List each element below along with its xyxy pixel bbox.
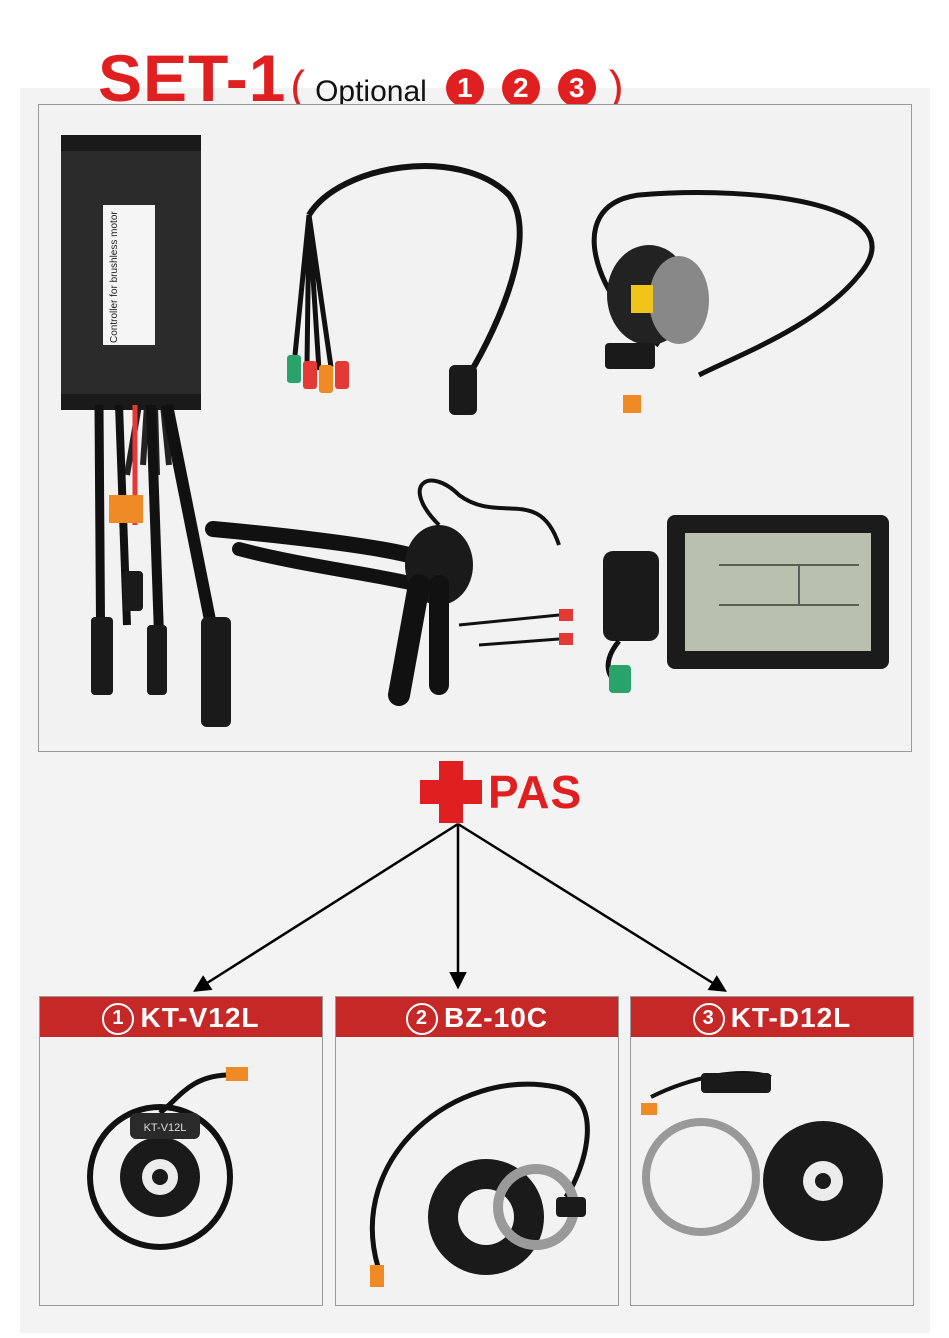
option-number-badge: 3 [557,69,596,107]
product-illustration: Controller for brushless motor [61,135,889,727]
controller-label: Controller for brushless motor [109,211,120,343]
option-number-badge: 1 [445,69,484,107]
paren-open: ( [290,62,306,111]
set-title: SET-1 [98,41,287,115]
pas-label: PAS [488,766,583,818]
bz-10c-sensor-image [369,1081,590,1287]
paren-close: ) [608,62,624,111]
thumb-throttle-image [591,190,875,413]
set-header: SET-1 ( Optional 1 2 3 ) [98,40,627,120]
kt-d12l-sensor-image [641,1071,883,1241]
option-number: 2 [405,1003,438,1035]
option-name: KT-V12L [140,1002,260,1033]
optional-label: Optional [315,75,427,108]
option-number: 1 [102,1003,135,1035]
plus-pas: PAS [420,761,583,823]
option-number: 3 [692,1003,725,1035]
option-number-badge: 2 [501,69,540,107]
lcd-display-image [603,515,889,693]
plus-icon [420,761,482,823]
sensor-model-label: KT-V12L [144,1122,187,1134]
brake-levers-image [205,478,573,706]
option-name: KT-D12L [730,1002,852,1033]
kt-v12l-sensor-image: KT-V12L [87,1067,248,1250]
option-name: BZ-10C [443,1002,548,1033]
controller-image: Controller for brushless motor [61,135,231,727]
wiring-harness-image [287,163,523,415]
main-product-panel: Controller for brushless motor [38,104,912,752]
